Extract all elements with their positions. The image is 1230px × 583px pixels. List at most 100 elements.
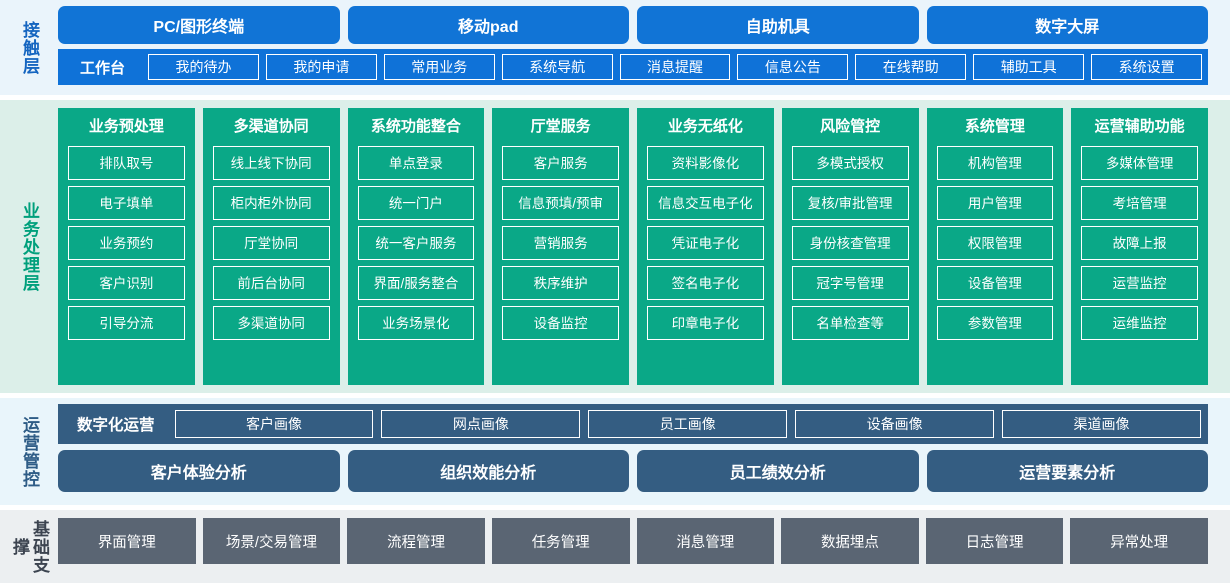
biz-item[interactable]: 名单检查等 bbox=[791, 306, 909, 341]
portrait-employee[interactable]: 员工画像 bbox=[588, 410, 788, 439]
digital-operations-row: 数字化运营 客户画像 网点画像 员工画像 设备画像 渠道画像 bbox=[58, 404, 1208, 445]
biz-column-title: 运营辅助功能 bbox=[1094, 118, 1185, 136]
analysis-employee-performance[interactable]: 员工绩效分析 bbox=[637, 450, 919, 493]
biz-item[interactable]: 身份核查管理 bbox=[791, 226, 909, 261]
portrait-device[interactable]: 设备画像 bbox=[795, 410, 995, 439]
portrait-branch[interactable]: 网点画像 bbox=[381, 410, 581, 439]
base-item-task-management[interactable]: 任务管理 bbox=[491, 518, 630, 564]
channel-self-service[interactable]: 自助机具 bbox=[637, 6, 919, 44]
operations-layer-label: 运营管控 bbox=[20, 415, 40, 488]
layer-divider-2 bbox=[0, 393, 1230, 399]
biz-item[interactable]: 线上线下协同 bbox=[212, 146, 330, 181]
base-layer-body: 界面管理 场景/交易管理 流程管理 任务管理 消息管理 数据埋点 日志管理 异常… bbox=[58, 518, 1230, 575]
worktop-item-system-settings[interactable]: 系统设置 bbox=[1091, 54, 1203, 80]
biz-column-lobby-service: 厅堂服务 客户服务 信息预填/预审 营销服务 秩序维护 设备监控 bbox=[492, 108, 629, 386]
biz-item[interactable]: 多媒体管理 bbox=[1081, 146, 1198, 181]
channel-digital-screen[interactable]: 数字大屏 bbox=[926, 6, 1208, 44]
worktop-item-common-business[interactable]: 常用业务 bbox=[383, 54, 495, 80]
channel-row: PC/图形终端 移动pad 自助机具 数字大屏 bbox=[58, 6, 1208, 44]
biz-item[interactable]: 运营监控 bbox=[1081, 266, 1198, 301]
contact-layer-band: 接触层 PC/图形终端 移动pad 自助机具 数字大屏 工作台 我的待办 我的申… bbox=[0, 0, 1230, 96]
contact-layer-label: 接触层 bbox=[20, 20, 40, 75]
biz-item[interactable]: 界面/服务整合 bbox=[357, 266, 475, 301]
worktop-bar: 工作台 我的待办 我的申请 常用业务 系统导航 消息提醒 信息公告 在线帮助 辅… bbox=[58, 49, 1208, 85]
biz-item[interactable]: 客户服务 bbox=[502, 146, 619, 181]
layer-divider-3 bbox=[0, 505, 1230, 510]
biz-column-title: 业务无纸化 bbox=[667, 118, 743, 136]
biz-item[interactable]: 引导分流 bbox=[68, 306, 185, 341]
biz-item[interactable]: 冠字号管理 bbox=[791, 266, 909, 301]
biz-column-title: 多渠道协同 bbox=[233, 118, 309, 136]
biz-item[interactable]: 凭证电子化 bbox=[647, 226, 764, 261]
biz-item[interactable]: 单点登录 bbox=[357, 146, 475, 181]
base-item-ui-management[interactable]: 界面管理 bbox=[58, 518, 196, 564]
base-item-process-management[interactable]: 流程管理 bbox=[347, 518, 485, 564]
biz-item[interactable]: 故障上报 bbox=[1081, 226, 1198, 261]
worktop-item-aux-tools[interactable]: 辅助工具 bbox=[973, 54, 1085, 80]
base-layer-label: 基础支撑 bbox=[10, 519, 50, 574]
biz-item[interactable]: 排队取号 bbox=[68, 146, 185, 181]
biz-item[interactable]: 营销服务 bbox=[502, 226, 619, 261]
biz-item[interactable]: 多模式授权 bbox=[791, 146, 909, 181]
base-item-exception-handling[interactable]: 异常处理 bbox=[1070, 518, 1208, 564]
biz-item[interactable]: 机构管理 bbox=[936, 146, 1054, 181]
digital-operations-title: 数字化运营 bbox=[77, 417, 155, 435]
worktop-item-system-nav[interactable]: 系统导航 bbox=[501, 54, 613, 80]
analysis-org-efficiency[interactable]: 组织效能分析 bbox=[347, 450, 629, 493]
business-layer-band: 业务处理层 业务预处理 排队取号 电子填单 业务预约 客户识别 引导分流 多渠道… bbox=[0, 100, 1230, 394]
biz-column-ops-assist: 运营辅助功能 多媒体管理 考培管理 故障上报 运营监控 运维监控 bbox=[1071, 108, 1208, 386]
biz-item[interactable]: 信息预填/预审 bbox=[502, 186, 619, 221]
analysis-customer-experience[interactable]: 客户体验分析 bbox=[58, 450, 340, 493]
biz-column-multichannel: 多渠道协同 线上线下协同 柜内柜外协同 厅堂协同 前后台协同 多渠道协同 bbox=[202, 108, 340, 386]
biz-item[interactable]: 前后台协同 bbox=[212, 266, 330, 301]
biz-item[interactable]: 复核/审批管理 bbox=[791, 186, 909, 221]
biz-item[interactable]: 资料影像化 bbox=[647, 146, 764, 181]
biz-column-system-management: 系统管理 机构管理 用户管理 权限管理 设备管理 参数管理 bbox=[926, 108, 1064, 386]
base-item-scenario-transaction[interactable]: 场景/交易管理 bbox=[202, 518, 341, 564]
worktop-item-announcement[interactable]: 信息公告 bbox=[737, 54, 849, 80]
biz-item[interactable]: 参数管理 bbox=[936, 306, 1054, 341]
biz-item[interactable]: 多渠道协同 bbox=[212, 306, 330, 341]
base-item-message-management[interactable]: 消息管理 bbox=[636, 518, 775, 564]
biz-item[interactable]: 印章电子化 bbox=[647, 306, 764, 341]
worktop-item-my-todo[interactable]: 我的待办 bbox=[148, 54, 259, 80]
biz-item[interactable]: 权限管理 bbox=[936, 226, 1054, 261]
biz-item[interactable]: 用户管理 bbox=[936, 186, 1054, 221]
biz-column-system-integration: 系统功能整合 单点登录 统一门户 统一客户服务 界面/服务整合 业务场景化 bbox=[347, 108, 485, 386]
worktop-item-online-help[interactable]: 在线帮助 bbox=[855, 54, 967, 80]
base-layer-band: 基础支撑 界面管理 场景/交易管理 流程管理 任务管理 消息管理 数据埋点 日志… bbox=[0, 510, 1230, 583]
analysis-ops-factors[interactable]: 运营要素分析 bbox=[926, 450, 1208, 493]
biz-item[interactable]: 签名电子化 bbox=[647, 266, 764, 301]
channel-pc[interactable]: PC/图形终端 bbox=[58, 6, 340, 44]
biz-column-title: 系统功能整合 bbox=[370, 118, 461, 136]
biz-item[interactable]: 设备监控 bbox=[502, 306, 619, 341]
biz-item[interactable]: 业务预约 bbox=[68, 226, 185, 261]
base-items-row: 界面管理 场景/交易管理 流程管理 任务管理 消息管理 数据埋点 日志管理 异常… bbox=[58, 518, 1208, 564]
biz-item[interactable]: 业务场景化 bbox=[357, 306, 475, 341]
portrait-channel[interactable]: 渠道画像 bbox=[1002, 410, 1201, 439]
biz-item[interactable]: 设备管理 bbox=[936, 266, 1054, 301]
analysis-row: 客户体验分析 组织效能分析 员工绩效分析 运营要素分析 bbox=[58, 450, 1208, 493]
biz-item[interactable]: 统一客户服务 bbox=[357, 226, 475, 261]
biz-item[interactable]: 信息交互电子化 bbox=[647, 186, 764, 221]
biz-item[interactable]: 客户识别 bbox=[68, 266, 185, 301]
base-item-data-tracking[interactable]: 数据埋点 bbox=[781, 518, 919, 564]
base-item-log-management[interactable]: 日志管理 bbox=[925, 518, 1064, 564]
biz-item[interactable]: 厅堂协同 bbox=[212, 226, 330, 261]
biz-item[interactable]: 考培管理 bbox=[1081, 186, 1198, 221]
biz-item[interactable]: 柜内柜外协同 bbox=[212, 186, 330, 221]
operations-layer-body: 数字化运营 客户画像 网点画像 员工画像 设备画像 渠道画像 客户体验分析 组织… bbox=[58, 404, 1230, 499]
biz-item[interactable]: 电子填单 bbox=[68, 186, 185, 221]
biz-column-title: 业务预处理 bbox=[88, 118, 164, 136]
worktop-item-my-application[interactable]: 我的申请 bbox=[265, 54, 377, 80]
worktop-item-message-alert[interactable]: 消息提醒 bbox=[619, 54, 731, 80]
biz-item[interactable]: 秩序维护 bbox=[502, 266, 619, 301]
business-layer-label: 业务处理层 bbox=[20, 201, 40, 292]
operations-layer-band: 运营管控 数字化运营 客户画像 网点画像 员工画像 设备画像 渠道画像 客户体验… bbox=[0, 398, 1230, 506]
biz-item[interactable]: 运维监控 bbox=[1081, 306, 1198, 341]
biz-item[interactable]: 统一门户 bbox=[357, 186, 475, 221]
portrait-customer[interactable]: 客户画像 bbox=[174, 410, 374, 439]
channel-mobile-pad[interactable]: 移动pad bbox=[347, 6, 629, 44]
biz-column-title: 系统管理 bbox=[964, 118, 1025, 136]
